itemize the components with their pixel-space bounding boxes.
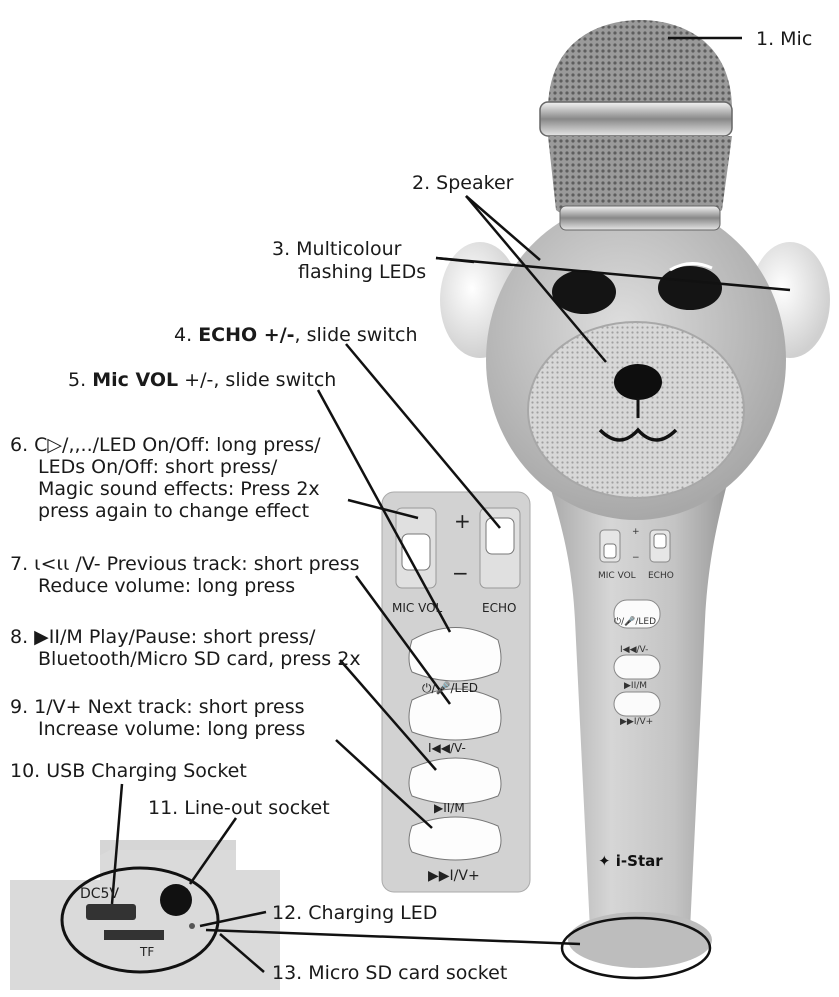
- label-ledbtn-1: 6. C▷/,,../LED On/Off: long press/: [10, 434, 321, 456]
- label-micvol-bold: Mic VOL: [92, 369, 179, 391]
- mini-micvol: MIC VOL: [598, 571, 636, 581]
- device-mini-labels: + − MIC VOL ECHO ⏻/🎤/LED I◀◀/V- ▶II/M ▶▶…: [598, 527, 674, 870]
- panel-play-label: ▶II/M: [434, 801, 465, 815]
- label-echo-rest: , slide switch: [294, 324, 418, 346]
- mini-minus: −: [632, 553, 640, 563]
- panel-micvol: MIC VOL: [392, 601, 443, 615]
- nose: [614, 364, 662, 400]
- lineout-socket: [160, 884, 192, 916]
- label-speaker: 2. Speaker: [412, 172, 514, 194]
- label-micvol-rest: +/-, slide switch: [178, 369, 337, 391]
- mini-echo: ECHO: [648, 571, 674, 581]
- label-prev-2: Reduce volume: long press: [38, 575, 296, 597]
- label-lineout: 11. Line-out socket: [148, 797, 330, 819]
- panel-plus: +: [454, 509, 471, 533]
- label-usb: 10. USB Charging Socket: [10, 760, 247, 782]
- brand-logo: ✦ i-Star: [598, 852, 663, 870]
- mini-next: ▶▶I/V+: [620, 717, 653, 727]
- label-mic: 1. Mic: [756, 28, 813, 50]
- label-leds-2: flashing LEDs: [298, 261, 427, 283]
- panel-minus: −: [452, 561, 469, 585]
- label-charging-led: 12. Charging LED: [272, 902, 438, 924]
- mini-play: ▶II/M: [624, 681, 647, 691]
- bear-head: [440, 200, 830, 520]
- label-play-1: 8. ▶II/M Play/Pause: short press/: [10, 626, 316, 648]
- control-panel: [381, 491, 531, 893]
- led-button: [408, 627, 502, 682]
- bottom-inset: [10, 840, 280, 990]
- prev-button: [408, 688, 502, 741]
- label-micvol-num: 5.: [68, 369, 87, 391]
- label-echo-num: 4.: [174, 324, 193, 346]
- label-next-2: Increase volume: long press: [38, 718, 306, 740]
- label-echo: 4. ECHO +/-, slide switch: [174, 324, 418, 346]
- label-sd: 13. Micro SD card socket: [272, 962, 508, 984]
- label-micvol: 5. Mic VOL +/-, slide switch: [68, 369, 336, 391]
- label-play-2: Bluetooth/Micro SD card, press 2x: [38, 648, 361, 670]
- next-button: [408, 816, 502, 861]
- leader-lines: [110, 36, 791, 973]
- charging-led-dot: [189, 923, 195, 929]
- label-echo-bold: ECHO +/-: [198, 324, 295, 346]
- panel-led-label: ⏻/🎤/LED: [422, 680, 478, 695]
- speaker-grille: [527, 321, 745, 499]
- tf-label: TF: [139, 945, 154, 959]
- mini-led: ⏻/🎤/LED: [614, 615, 656, 627]
- label-ledbtn-2: LEDs On/Off: short press/: [38, 456, 278, 478]
- usb-socket: [86, 904, 136, 920]
- sd-slot: [104, 930, 164, 940]
- panel-next-label: ▶▶I/V+: [428, 868, 480, 884]
- dc-label: DC5V: [80, 886, 119, 902]
- inset-labels: DC5V TF: [80, 886, 154, 959]
- play-button: [408, 757, 502, 805]
- mic-grille: [539, 20, 733, 231]
- right-eye: [658, 266, 722, 310]
- echo-slider: [485, 517, 515, 555]
- label-next-1: 9. 1/V+ Next track: short press: [10, 696, 305, 718]
- device-bottom-highlight: [560, 916, 712, 980]
- mini-plus: +: [632, 527, 640, 537]
- left-eye: [552, 270, 616, 314]
- mini-prev: I◀◀/V-: [620, 645, 648, 655]
- panel-labels: + − MIC VOL ECHO ⏻/🎤/LED I◀◀/V- ▶II/M ▶▶…: [392, 509, 516, 884]
- label-ledbtn-3: Magic sound effects: Press 2x: [38, 478, 320, 500]
- panel-prev-label: I◀◀/V-: [428, 741, 466, 755]
- panel-echo: ECHO: [482, 601, 516, 615]
- label-ledbtn-4: press again to change effect: [38, 500, 310, 522]
- device-controls: [599, 529, 671, 717]
- label-leds-1: 3. Multicolour: [272, 238, 402, 260]
- label-prev-1: 7. ι<ιι /V- Previous track: short press: [10, 553, 360, 575]
